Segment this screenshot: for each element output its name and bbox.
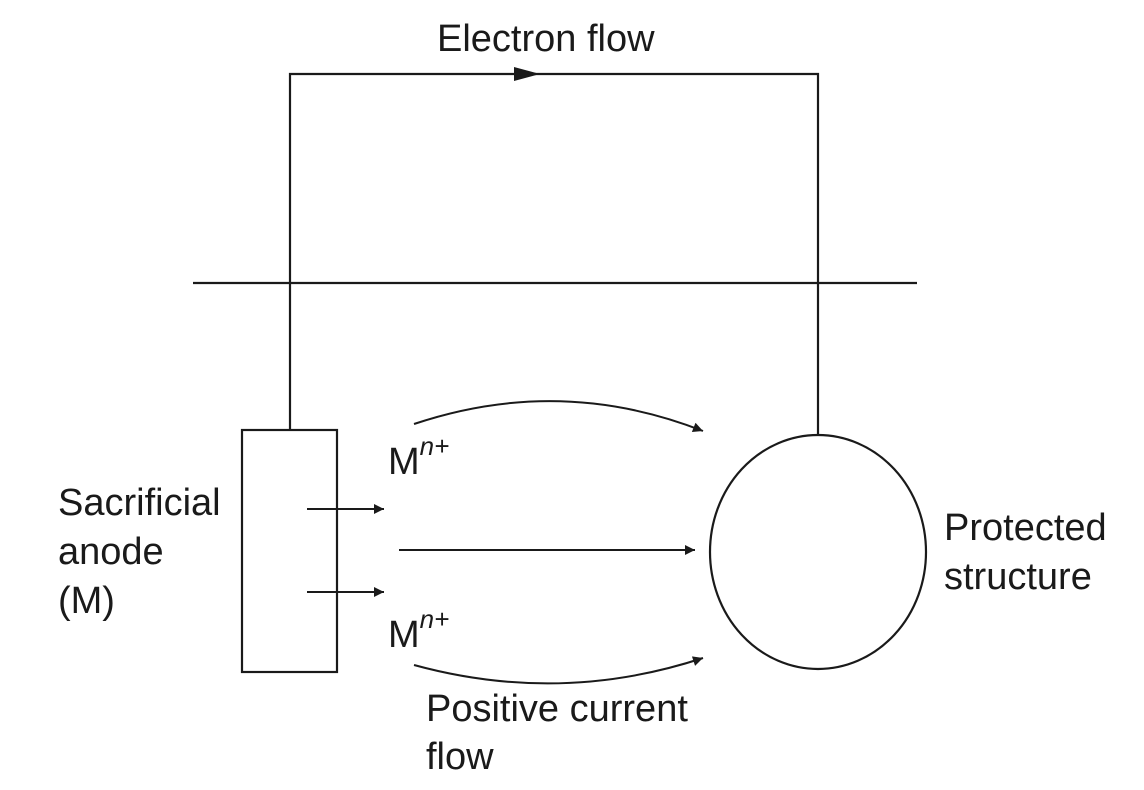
current-flow-label-line1: Positive current bbox=[426, 688, 688, 730]
sacrificial-anode bbox=[240, 428, 339, 674]
electron-flow-label: Electron flow bbox=[437, 18, 655, 60]
anode-label-line2: anode bbox=[58, 531, 164, 573]
external-wire bbox=[288, 72, 820, 436]
protected-structure bbox=[708, 433, 928, 671]
current-flow-arrow-top bbox=[413, 400, 704, 433]
current-flow-label-line2: flow bbox=[426, 736, 494, 778]
ion-label-lower: Mn+ bbox=[388, 606, 449, 660]
ion-symbol: M bbox=[388, 441, 420, 483]
structure-label-line2: structure bbox=[944, 556, 1092, 598]
current-flow-arrow-bottom bbox=[413, 656, 704, 685]
anode-label-line3: (M) bbox=[58, 580, 115, 622]
anode-label-line1: Sacrificial bbox=[58, 482, 221, 524]
ion-charge: n+ bbox=[419, 604, 450, 634]
ion-label-upper: Mn+ bbox=[388, 433, 449, 487]
ion-charge: n+ bbox=[419, 431, 450, 461]
structure-label-line1: Protected bbox=[944, 507, 1107, 549]
electron-flow-arrowhead bbox=[514, 67, 540, 81]
ion-symbol: M bbox=[388, 614, 420, 656]
